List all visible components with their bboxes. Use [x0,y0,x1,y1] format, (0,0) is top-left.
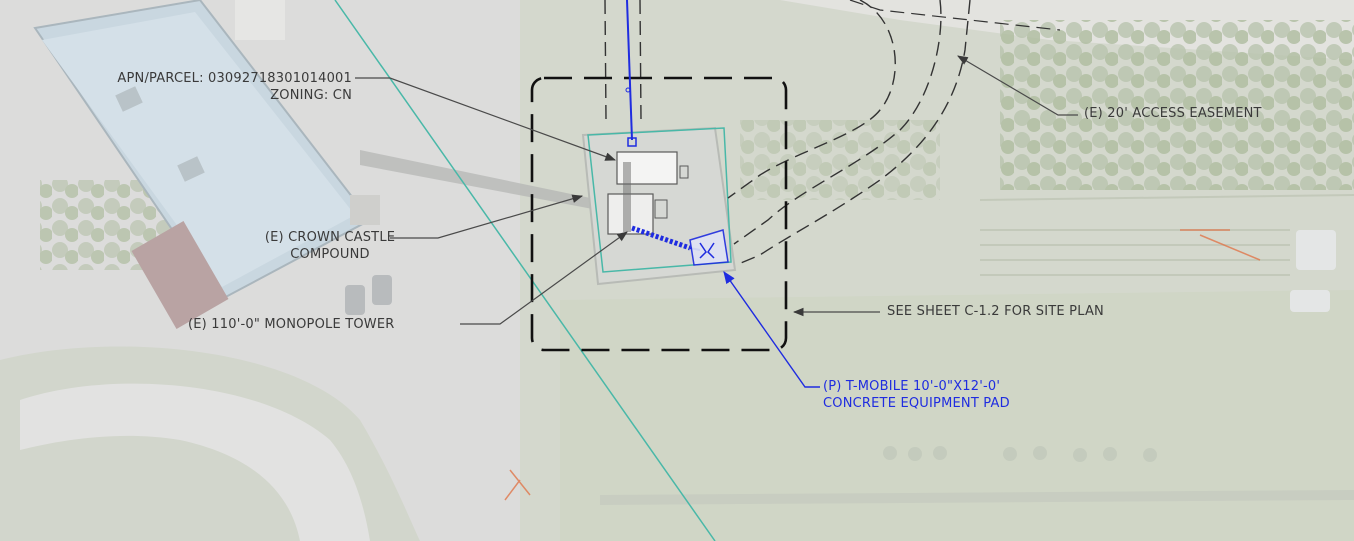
building [33,0,380,329]
tower-shadow [360,150,600,210]
parcel-line-2: ZONING: CN [270,88,352,103]
compound-line-1: (E) CROWN CASTLE [264,230,396,245]
curved-drive [20,383,370,541]
callout-parcel: APN/PARCEL: 03092718301014001 ZONING: CN [28,70,352,104]
callout-sheet-ref: SEE SHEET C-1.2 FOR SITE PLAN [887,303,1104,320]
south-field [560,290,1354,541]
tree-cluster-east [1000,20,1354,190]
red-markings [504,229,1261,501]
leader-tower [460,231,628,325]
shrub-row [883,446,1157,462]
sheet-ref-text: SEE SHEET C-1.2 FOR SITE PLAN [887,304,1104,319]
equipment-pad-line-2: CONCRETE EQUIPMENT PAD [823,396,1010,411]
callout-compound: (E) CROWN CASTLE COMPOUND [225,229,435,263]
leader-parcel [355,77,617,161]
proposed-equipment [625,0,729,266]
field-edge [599,490,1354,505]
easement-north-edge [849,0,1061,31]
field-rows [979,194,1354,276]
site-boundary-box [530,76,788,352]
callout-easement: (E) 20' ACCESS EASEMENT [1084,105,1262,122]
callout-equipment-pad: (P) T-MOBILE 10'-0"X12'-0' CONCRETE EQUI… [823,378,1010,412]
leader-easement [957,55,1078,116]
parked-cars [345,230,1336,315]
access-easement-lines [604,0,971,266]
leader-compound [390,194,584,239]
leader-lines [355,55,1078,325]
parcel-line-1: APN/PARCEL: 03092718301014001 [117,71,352,86]
leader-equipment-pad [723,270,820,388]
tower-text: (E) 110'-0" MONOPOLE TOWER [188,317,395,332]
property-line [334,0,716,541]
equipment-pad-line-1: (P) T-MOBILE 10'-0"X12'-0' [823,379,1001,394]
tree-cluster-center [740,120,940,200]
compound-line-2: COMPOUND [290,247,370,262]
callout-tower: (E) 110'-0" MONOPOLE TOWER [188,316,395,333]
easement-text: (E) 20' ACCESS EASEMENT [1084,106,1262,121]
